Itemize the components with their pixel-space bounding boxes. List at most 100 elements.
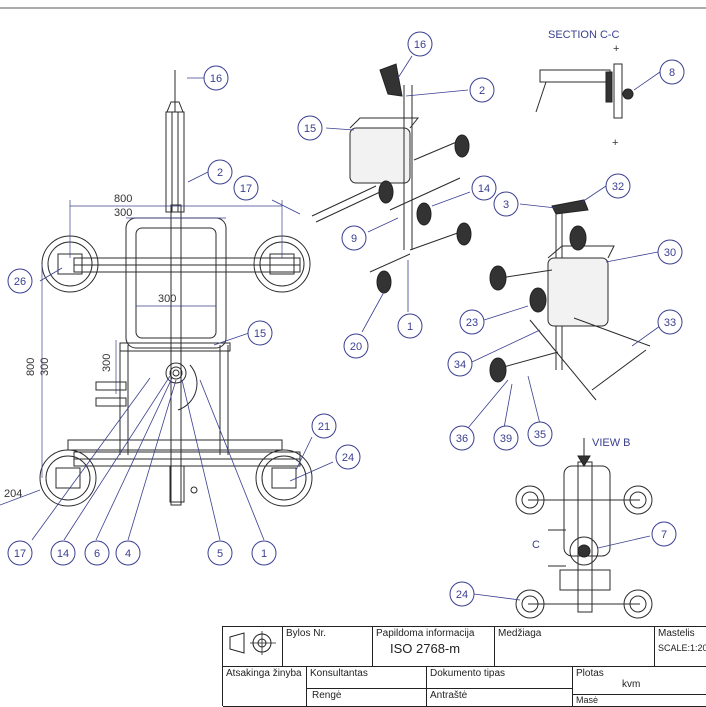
preparer-label: Rengė <box>312 690 342 701</box>
suction-pad-bottom-right <box>255 449 313 507</box>
heading-cell: Antraštė <box>427 689 573 707</box>
balloon-front-3: 15 <box>247 320 273 346</box>
balloon-number: 8 <box>669 67 675 79</box>
balloon-number: 4 <box>125 548 131 560</box>
balloon-iso1-4: 9 <box>341 225 367 251</box>
balloon-number: 16 <box>414 39 426 51</box>
balloon-number: 7 <box>661 529 667 541</box>
area-cell: Plotas kvm <box>573 667 706 695</box>
additional-info-cell: Papildoma informacija ISO 2768-m <box>373 627 495 667</box>
balloon-front-1: 2 <box>207 159 233 185</box>
iso-view-2 <box>489 199 651 401</box>
balloon-number: 20 <box>350 341 362 353</box>
balloon-number: 35 <box>534 429 546 441</box>
balloon-number: 30 <box>664 247 676 259</box>
svg-text:+: + <box>612 137 618 149</box>
balloon-number: 39 <box>500 433 512 445</box>
balloon-number: 15 <box>304 123 316 135</box>
balloon-number: 34 <box>454 359 466 371</box>
iso1-leaders <box>325 55 471 333</box>
balloon-number: 32 <box>612 181 624 193</box>
dim-inner-300: 300 <box>158 293 176 305</box>
front-dimensions: 800 300 300 800 300 300 204 <box>0 193 283 506</box>
balloon-number: 17 <box>14 548 26 560</box>
view-b-label: VIEW B <box>592 437 631 449</box>
balloon-number: 3 <box>503 199 509 211</box>
balloon-iso1-0: 16 <box>407 31 433 57</box>
balloon-iso2-3: 23 <box>459 309 485 335</box>
view-b: VIEW B C <box>515 437 653 619</box>
mass-label: Masė <box>576 695 599 705</box>
balloon-number: 17 <box>240 183 252 195</box>
dim-height-300b: 300 <box>101 354 113 372</box>
file-number-label: Bylos Nr. <box>286 628 327 639</box>
suction-pad-bottom-left <box>39 449 97 507</box>
responsible-cell: Atsakinga žinyba <box>223 667 307 707</box>
balloon-iso1-1: 2 <box>469 77 495 103</box>
balloon-front-12: 1 <box>251 540 277 566</box>
scale-label: Mastelis <box>658 628 695 639</box>
section-marker-c: C <box>532 539 540 551</box>
balloon-number: 21 <box>318 421 330 433</box>
balloon-number: 23 <box>466 317 478 329</box>
balloon-number: 15 <box>254 328 266 340</box>
front-leaders <box>31 77 334 541</box>
balloon-number: 9 <box>351 233 357 245</box>
balloon-front-10: 4 <box>115 540 141 566</box>
balloon-iso2-7: 39 <box>493 425 519 451</box>
additional-info-value: ISO 2768-m <box>390 641 461 656</box>
section-label: SECTION C-C <box>548 29 620 41</box>
balloon-number: 16 <box>210 73 222 85</box>
balloon-iso2-5: 34 <box>447 351 473 377</box>
dim-radius-204: 204 <box>4 488 22 500</box>
dim-width-800: 800 <box>114 193 132 205</box>
balloon-front-7: 17 <box>7 540 33 566</box>
balloon-front-4: 26 <box>7 268 33 294</box>
consultant-label: Konsultantas <box>310 668 368 679</box>
title-block: Bylos Nr. Papildoma informacija ISO 2768… <box>222 626 706 707</box>
svg-text:+: + <box>613 43 619 55</box>
material-label: Medžiaga <box>498 628 542 639</box>
balloon-front-9: 6 <box>84 540 110 566</box>
balloon-front-0: 16 <box>203 65 229 91</box>
balloon-number: 33 <box>664 317 676 329</box>
balloon-layer: 16 2 17 15 26 21 24 17 14 6 4 5 1 16 2 15 14 9 20 1 8 3 32 30 23… <box>7 31 685 607</box>
balloon-viewb-0: 7 <box>651 521 677 547</box>
balloon-number: 2 <box>217 167 223 179</box>
file-number-cell: Bylos Nr. <box>283 627 373 667</box>
balloon-iso1-3: 14 <box>471 175 497 201</box>
balloon-iso2-4: 33 <box>657 309 683 335</box>
consultant-cell: Konsultantas <box>307 667 427 689</box>
viewb-leaders <box>473 535 651 601</box>
balloon-front-8: 14 <box>50 540 76 566</box>
balloon-number: 5 <box>217 548 223 560</box>
front-view <box>39 70 313 507</box>
doc-type-label: Dokumento tipas <box>430 668 506 679</box>
scale-cell: Mastelis SCALE:1:20 <box>655 627 706 667</box>
area-value: kvm <box>622 679 641 690</box>
balloon-iso2-6: 36 <box>449 425 475 451</box>
balloon-iso2-1: 32 <box>605 173 631 199</box>
balloon-number: 6 <box>94 548 100 560</box>
balloon-iso2-8: 35 <box>527 421 553 447</box>
balloon-front-6: 24 <box>335 444 361 470</box>
balloon-iso2-2: 30 <box>657 239 683 265</box>
balloon-iso1-2: 15 <box>297 115 323 141</box>
balloon-number: 14 <box>57 548 69 560</box>
balloon-number: 24 <box>342 452 354 464</box>
area-label: Plotas <box>576 668 604 679</box>
balloon-number: 36 <box>456 433 468 445</box>
responsible-label: Atsakinga žinyba <box>226 668 302 679</box>
heading-label: Antraštė <box>430 690 468 701</box>
additional-info-label: Papildoma informacija <box>376 628 475 639</box>
balloon-iso1-5: 20 <box>343 333 369 359</box>
balloon-number: 14 <box>478 183 490 195</box>
balloon-iso1-6: 1 <box>397 313 423 339</box>
balloon-number: 24 <box>456 589 468 601</box>
iso2-leaders <box>467 185 661 429</box>
balloon-front-5: 21 <box>311 413 337 439</box>
balloon-front-11: 5 <box>207 540 233 566</box>
balloon-number: 1 <box>407 321 413 333</box>
balloon-number: 1 <box>261 548 267 560</box>
